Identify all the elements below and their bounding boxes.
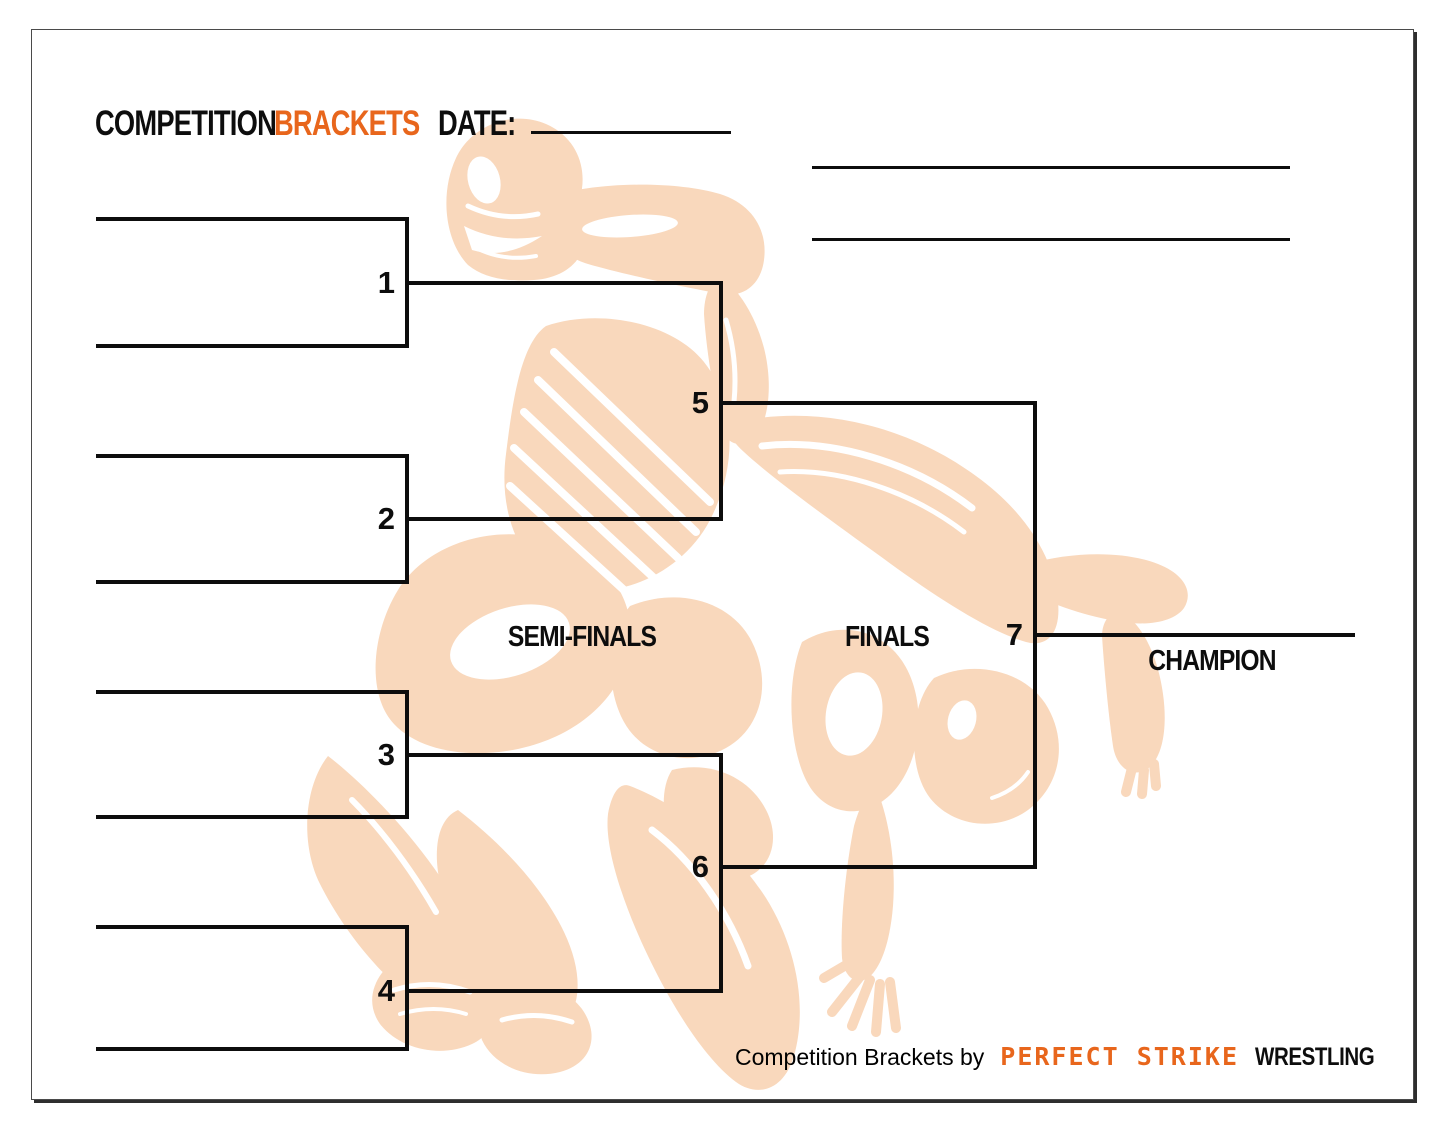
brand-perfect-strike: PERFECT STRIKE [1000,1042,1239,1071]
match-4-connector [405,925,409,1051]
match-number-6: 6 [691,849,709,884]
wrestlers-suplex-line-art-icon [307,118,1188,1090]
champion-line [1033,633,1355,637]
match-number-5: 5 [691,385,709,420]
match-number-3: 3 [377,737,395,772]
entry-line-6 [96,815,409,819]
entry-line-3 [96,454,409,458]
match-2-winner-line [405,517,723,521]
entry-line-5 [96,690,409,694]
match-number-7: 7 [1005,617,1023,652]
match-5-winner-line [719,401,1037,405]
match-number-4: 4 [377,973,395,1008]
match-number-1: 1 [377,265,395,300]
semi-finals-label: SEMI-FINALS [507,621,657,653]
bracket-sheet: COMPETITION BRACKETS DATE: 1 2 3 4 5 6 7… [31,29,1414,1100]
finals-label: FINALS [845,621,930,653]
footer-credit-row: Competition Brackets by PERFECT STRIKE W… [735,1042,1401,1072]
match-1-winner-line [405,281,723,285]
date-blank-line [531,131,731,134]
entry-line-8 [96,1047,409,1051]
date-label: DATE: [438,104,516,143]
entry-line-4 [96,580,409,584]
footer-credit-text: Competition Brackets by [735,1044,985,1070]
page-title-accent: BRACKETS [274,104,420,143]
brand-wrestling: WRESTLING [1255,1043,1375,1071]
info-blank-line-1 [812,166,1290,169]
match-6-winner-line [719,865,1037,869]
entry-line-1 [96,217,409,221]
entry-line-2 [96,344,409,348]
entry-line-7 [96,925,409,929]
match-6-connector [719,753,723,993]
match-number-2: 2 [377,501,395,536]
champion-label: CHAMPION [1148,645,1276,677]
match-3-winner-line [405,753,723,757]
match-4-winner-line [405,989,723,993]
page-title-primary: COMPETITION [95,104,277,143]
info-blank-line-2 [812,238,1290,241]
